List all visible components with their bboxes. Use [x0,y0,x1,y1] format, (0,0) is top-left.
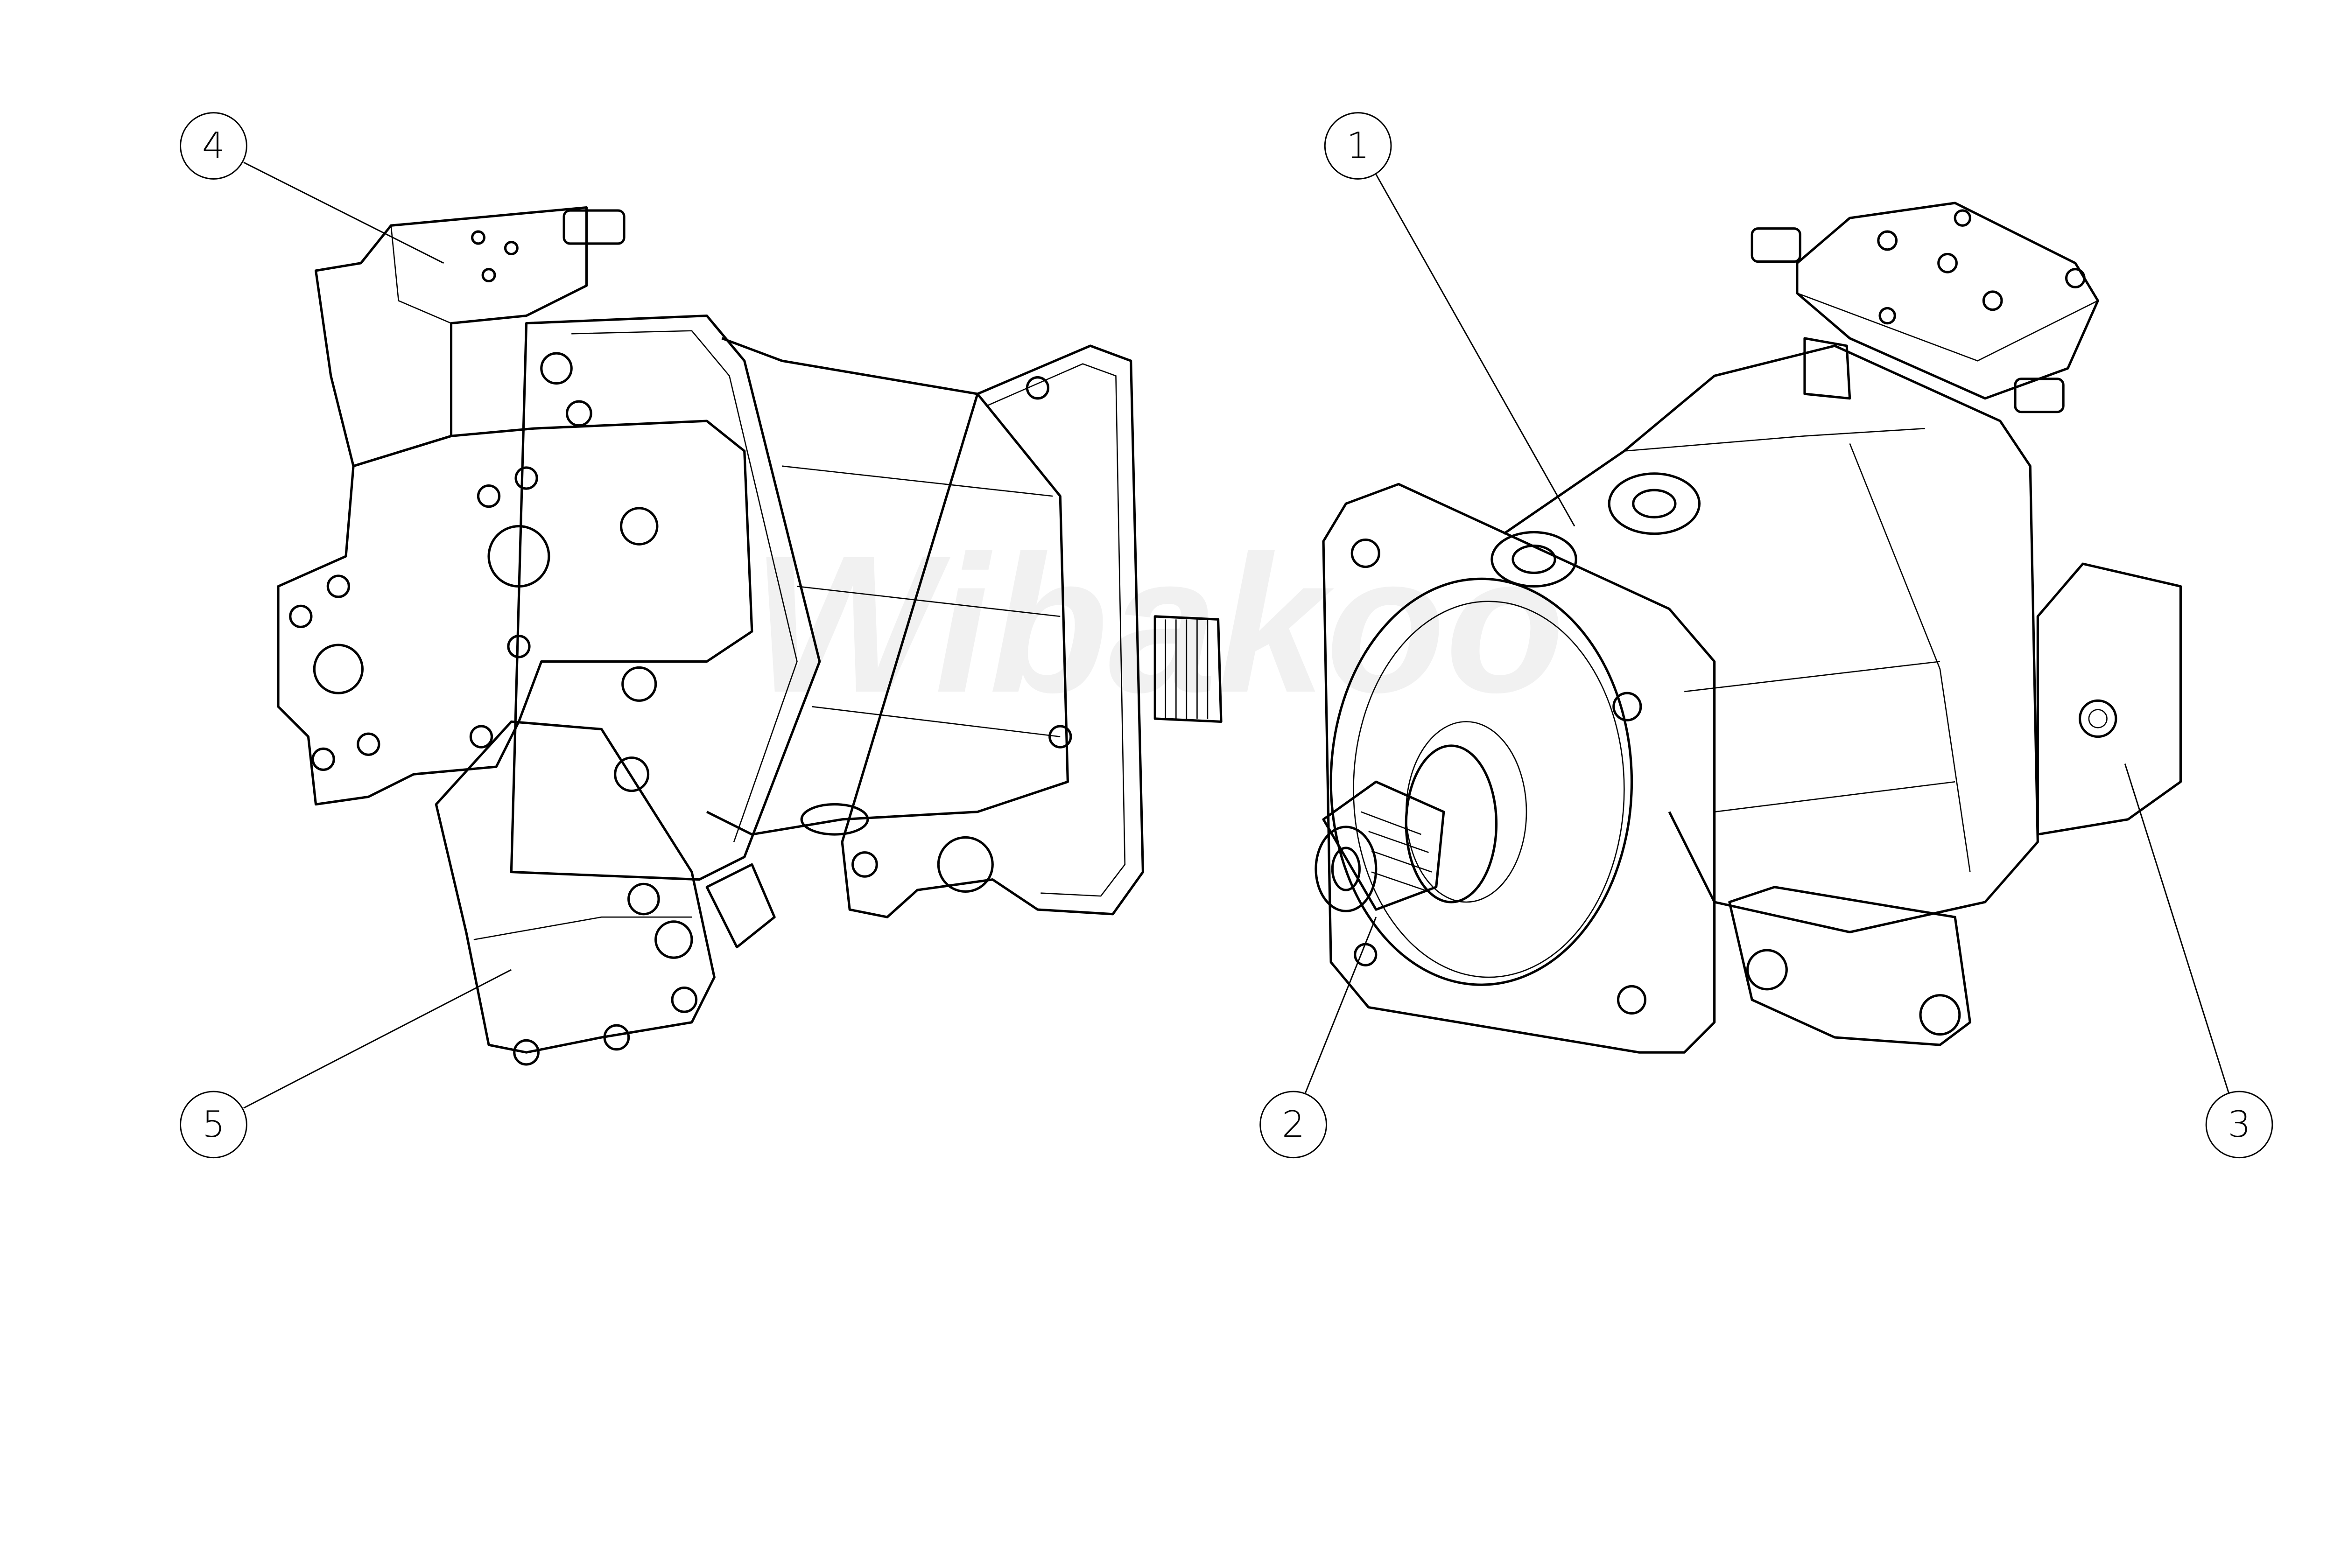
left-motor [277,206,1223,1066]
callout-2: 2 [1259,917,1377,1159]
callout-label: 4 [202,125,225,167]
callout-label: 2 [1282,1104,1305,1146]
callout-label: 5 [202,1104,225,1146]
callout-1: 1 [1324,112,1575,527]
callout-label: 3 [2228,1104,2250,1146]
callout-5: 5 [180,969,512,1159]
watermark: Wibakoo [752,515,1565,733]
drawing-frame: Wibakoo 4 1 5 2 3 [180,112,2273,1159]
callout-label: 1 [1347,125,1370,167]
right-motor [1315,202,2182,1054]
callout-4: 4 [180,112,444,264]
shaft-spline [1361,811,1432,892]
shaft-spline [1165,619,1209,719]
hydraulic-motor-drawing: Wibakoo 4 1 5 2 3 [180,112,2273,1159]
callout-3: 3 [2124,763,2273,1159]
